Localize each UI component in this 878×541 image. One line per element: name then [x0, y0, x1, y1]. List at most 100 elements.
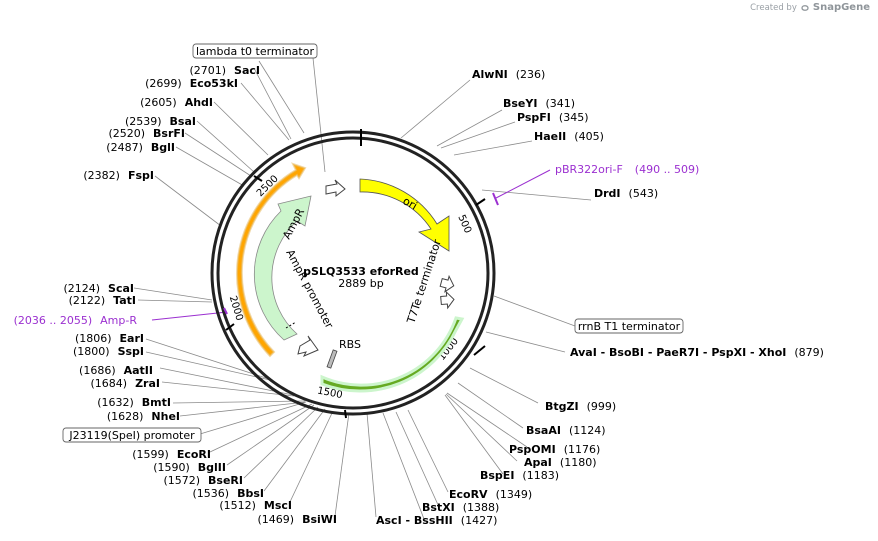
site-position: (999): [587, 400, 617, 413]
site-name: BmtI: [142, 396, 171, 409]
site-label-haeii[interactable]: HaeII(405): [534, 130, 604, 143]
site-position: (236): [516, 68, 546, 81]
promoter-arrow-icon[interactable]: [297, 335, 319, 357]
site-position: (1686): [79, 364, 116, 377]
site-label-drdi[interactable]: DrdI(543): [594, 187, 658, 200]
site-label-eari[interactable]: (1806)EarI: [75, 332, 144, 345]
site-position: (1590): [153, 461, 190, 474]
site-label-fspi[interactable]: (2382)FspI: [83, 169, 154, 182]
site-position: (1176): [564, 443, 601, 456]
site-position: (879): [794, 346, 824, 359]
site-label-bsrfi[interactable]: (2520)BsrFI: [108, 127, 185, 140]
rbs-label: RBS: [339, 338, 361, 351]
lambda-terminator-arrow-icon[interactable]: [325, 179, 346, 198]
site-label-eco53ki[interactable]: (2699)Eco53kI: [145, 77, 238, 90]
site-name: AscI - BssHII: [376, 514, 453, 527]
site-position: (2701): [189, 64, 226, 77]
site-name: BsiWI: [302, 513, 337, 526]
site-label-bgli[interactable]: (2487)BglI: [106, 141, 175, 154]
site-position: (1124): [569, 424, 606, 437]
t7te-terminator-arrow-icon[interactable]: [440, 290, 455, 310]
rrnb-terminator-arrow-icon[interactable]: [439, 274, 456, 294]
site-label-bstxi[interactable]: BstXI(1388): [422, 501, 499, 514]
site-name: BseYI: [503, 97, 537, 110]
svg-text:J23119(SpeI) promoter: J23119(SpeI) promoter: [68, 429, 195, 442]
site-label-avai[interactable]: AvaI - BsoBI - PaeR7I - PspXI - XhoI (879…: [570, 346, 824, 359]
site-position: (2122): [69, 294, 106, 307]
boxed-feature-labels: lambda t0 terminator rrnB T1 terminatorJ2…: [62, 43, 684, 443]
site-position: (1800): [73, 345, 110, 358]
boxed-label-0[interactable]: lambda t0 terminator: [192, 43, 318, 59]
site-label-msci[interactable]: (1512)MscI: [219, 499, 292, 512]
site-name: BsaAI: [526, 424, 561, 437]
site-label-bseri[interactable]: (1572)BseRI: [163, 474, 243, 487]
site-position: (345): [559, 111, 589, 124]
site-label-nhei[interactable]: (1628)NheI: [107, 410, 180, 423]
site-label-pspfi[interactable]: PspFI(345): [517, 111, 589, 124]
primer-label-pbr322ori-f[interactable]: pBR322ori-F(490 .. 509): [555, 163, 699, 176]
site-label-bglii[interactable]: (1590)BglII: [153, 461, 226, 474]
site-name: EarI: [120, 332, 144, 345]
site-label-btgzi[interactable]: BtgZI(999): [545, 400, 616, 413]
site-position: (341): [545, 97, 575, 110]
site-label-bmti[interactable]: (1632) BmtI: [97, 396, 171, 409]
snapgene-branding: Created by SnapGene: [750, 2, 870, 13]
site-name: SspI: [118, 345, 144, 358]
site-label-bspei[interactable]: BspEI(1183): [480, 469, 559, 482]
boxed-label-2[interactable]: J23119(SpeI) promoter: [62, 427, 202, 443]
site-label-zrai[interactable]: (1684)ZraI: [91, 377, 161, 390]
t7te-terminator-label: T7Te terminator: [404, 237, 444, 325]
primer-leaders: [151, 169, 551, 321]
ampr-promoter-label: AmpR promoter: [283, 247, 336, 331]
site-label-bsaai[interactable]: BsaAI (1124): [526, 424, 606, 437]
site-name: PspOMI: [509, 443, 556, 456]
site-position: (1180): [560, 456, 597, 469]
tick-label-500: 500: [455, 213, 473, 235]
site-position: (1632): [97, 396, 134, 409]
site-label-sspi[interactable]: (1800) SspI: [73, 345, 144, 358]
site-label-pspomi[interactable]: PspOMI (1176): [509, 443, 600, 456]
site-label-bseyi[interactable]: BseYI (341): [503, 97, 575, 110]
site-label-bsai[interactable]: (2539)BsaI: [125, 115, 196, 128]
site-position: (1536): [193, 487, 230, 500]
site-name: MscI: [264, 499, 292, 512]
site-position: (1349): [496, 488, 533, 501]
svg-text:lambda t0 terminator: lambda t0 terminator: [196, 45, 314, 58]
site-label-aatii[interactable]: (1686)AatII: [79, 364, 153, 377]
site-position: (2487): [106, 141, 143, 154]
site-label-ahdi[interactable]: (2605)AhdI: [140, 96, 213, 109]
rbs-marker-icon[interactable]: [326, 349, 338, 369]
site-name: AhdI: [185, 96, 213, 109]
leader-lines: [133, 57, 592, 520]
site-label-bbsi[interactable]: (1536)BbsI: [193, 487, 264, 500]
site-label-tati[interactable]: (2122)TatI: [69, 294, 136, 307]
orange-feature-arc[interactable]: [236, 162, 307, 358]
site-label-scai[interactable]: (2124)ScaI: [63, 282, 134, 295]
site-label-apai[interactable]: ApaI(1180): [524, 456, 596, 469]
site-position: (1628): [107, 410, 144, 423]
site-position: (2124): [63, 282, 100, 295]
site-label-ecorv[interactable]: EcoRV(1349): [449, 488, 532, 501]
tick-marks: [225, 175, 486, 419]
site-position: (1469): [257, 513, 294, 526]
ori-feature-arrow[interactable]: [359, 178, 450, 252]
site-label-ecori[interactable]: (1599)EcoRI: [132, 448, 211, 461]
site-name: BstXI: [422, 501, 455, 514]
boxed-label-1[interactable]: rrnB T1 terminator: [574, 318, 684, 334]
site-name: BseRI: [208, 474, 243, 487]
site-position: (405): [574, 130, 604, 143]
ampr-feature-arrow[interactable]: [253, 195, 312, 341]
site-name: ZraI: [135, 377, 160, 390]
created-by-text: Created by: [750, 2, 797, 13]
eforred-feature-arc[interactable]: [320, 316, 465, 393]
primer-mark-pbr322: [492, 192, 499, 206]
primer-label-amp-r[interactable]: (2036 .. 2055)Amp-R: [14, 314, 138, 327]
site-label-saci[interactable]: (2701)SacI: [189, 64, 260, 77]
site-label-alwni[interactable]: AlwNI(236): [472, 68, 545, 81]
site-label-bsiwi[interactable]: (1469) BsiWI: [257, 513, 337, 526]
site-name: AvaI - BsoBI - PaeR7I - PspXI - XhoI: [570, 346, 786, 359]
site-label-asci[interactable]: AscI - BssHII(1427): [376, 514, 497, 527]
primer-labels: pBR322ori-F(490 .. 509) (2036 .. 2055)Amp…: [14, 163, 700, 327]
